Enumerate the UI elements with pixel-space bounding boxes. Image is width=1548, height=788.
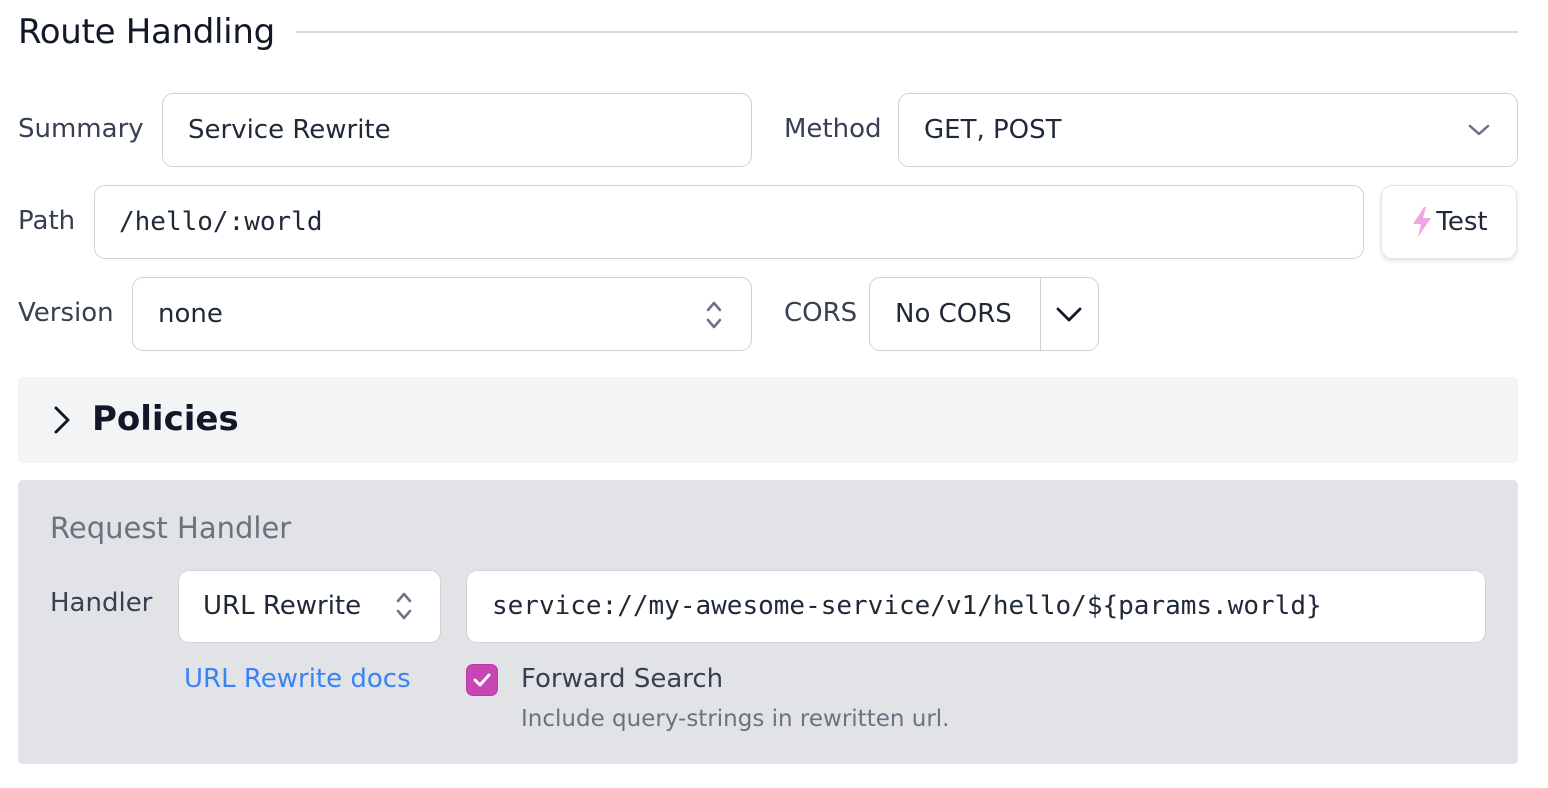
cors-value: No CORS: [895, 299, 1012, 329]
policies-collapsible[interactable]: [18, 377, 1518, 463]
url-rewrite-docs-link[interactable]: URL Rewrite docs: [184, 664, 411, 694]
method-label: Method: [784, 114, 882, 144]
method-select[interactable]: GET, POST: [898, 93, 1518, 167]
updown-chevron-icon: [396, 592, 412, 620]
method-value: GET, POST: [924, 115, 1062, 145]
rewrite-pattern-input[interactable]: service://my-awesome-service/v1/hello/${…: [466, 570, 1486, 643]
test-button-label: Test: [1436, 207, 1488, 237]
request-handler-title: Request Handler: [50, 511, 292, 545]
chevron-down-icon: [1468, 124, 1490, 136]
summary-value: Service Rewrite: [188, 115, 391, 145]
section-title: Route Handling: [18, 12, 275, 52]
cors-label: CORS: [784, 298, 858, 328]
version-select[interactable]: none: [132, 277, 752, 351]
chevron-right-icon[interactable]: [50, 404, 74, 436]
updown-chevron-icon: [706, 301, 722, 329]
rewrite-pattern-value: service://my-awesome-service/v1/hello/${…: [492, 591, 1322, 621]
test-button[interactable]: Test: [1381, 185, 1517, 259]
section-divider: [296, 31, 1518, 33]
cors-dropdown-toggle[interactable]: [1041, 278, 1098, 350]
lightning-icon: [1413, 207, 1432, 237]
forward-search-description: Include query-strings in rewritten url.: [521, 706, 950, 732]
checkmark-icon: [473, 673, 491, 687]
handler-label: Handler: [50, 588, 153, 618]
handler-type-select[interactable]: URL Rewrite: [178, 570, 441, 643]
forward-search-checkbox[interactable]: [466, 664, 498, 696]
path-input[interactable]: /hello/:world: [94, 185, 1364, 259]
handler-type-value: URL Rewrite: [203, 591, 362, 621]
cors-divider: [1040, 278, 1041, 351]
path-value: /hello/:world: [119, 207, 323, 237]
policies-title[interactable]: Policies: [92, 399, 239, 439]
summary-input[interactable]: Service Rewrite: [162, 93, 752, 167]
chevron-down-icon: [1056, 307, 1082, 322]
version-label: Version: [18, 298, 114, 328]
path-label: Path: [18, 206, 76, 236]
cors-select[interactable]: No CORS: [869, 277, 1099, 351]
forward-search-label[interactable]: Forward Search: [521, 664, 724, 694]
summary-label: Summary: [18, 114, 144, 144]
version-value: none: [158, 299, 223, 329]
